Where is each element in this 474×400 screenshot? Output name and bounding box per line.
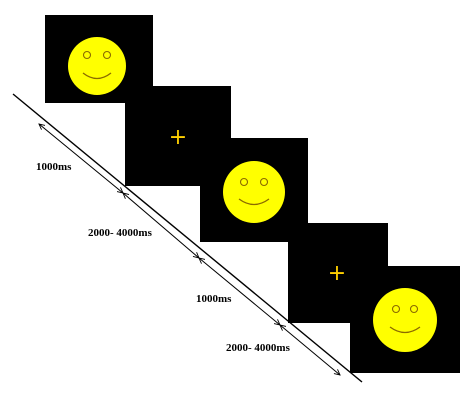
fixation-cross-icon: + [328, 261, 346, 286]
duration-arrow-1 [39, 124, 123, 193]
fixation-cross-icon: + [169, 125, 187, 150]
duration-label-1: 1000ms [36, 161, 72, 173]
smiley-face-icon [223, 161, 285, 223]
duration-arrow-3 [199, 258, 280, 325]
panel-3-smiley [200, 138, 308, 242]
duration-label-2: 2000- 4000ms [88, 227, 152, 239]
duration-label-4: 2000- 4000ms [226, 342, 290, 354]
duration-arrow-4 [280, 325, 340, 375]
duration-label-3: 1000ms [196, 293, 232, 305]
duration-arrow-2 [123, 193, 199, 258]
smiley-face-icon [373, 288, 437, 352]
panel-1-smiley [45, 15, 153, 103]
panel-5-smiley [350, 266, 460, 373]
smiley-face-icon [68, 37, 126, 95]
